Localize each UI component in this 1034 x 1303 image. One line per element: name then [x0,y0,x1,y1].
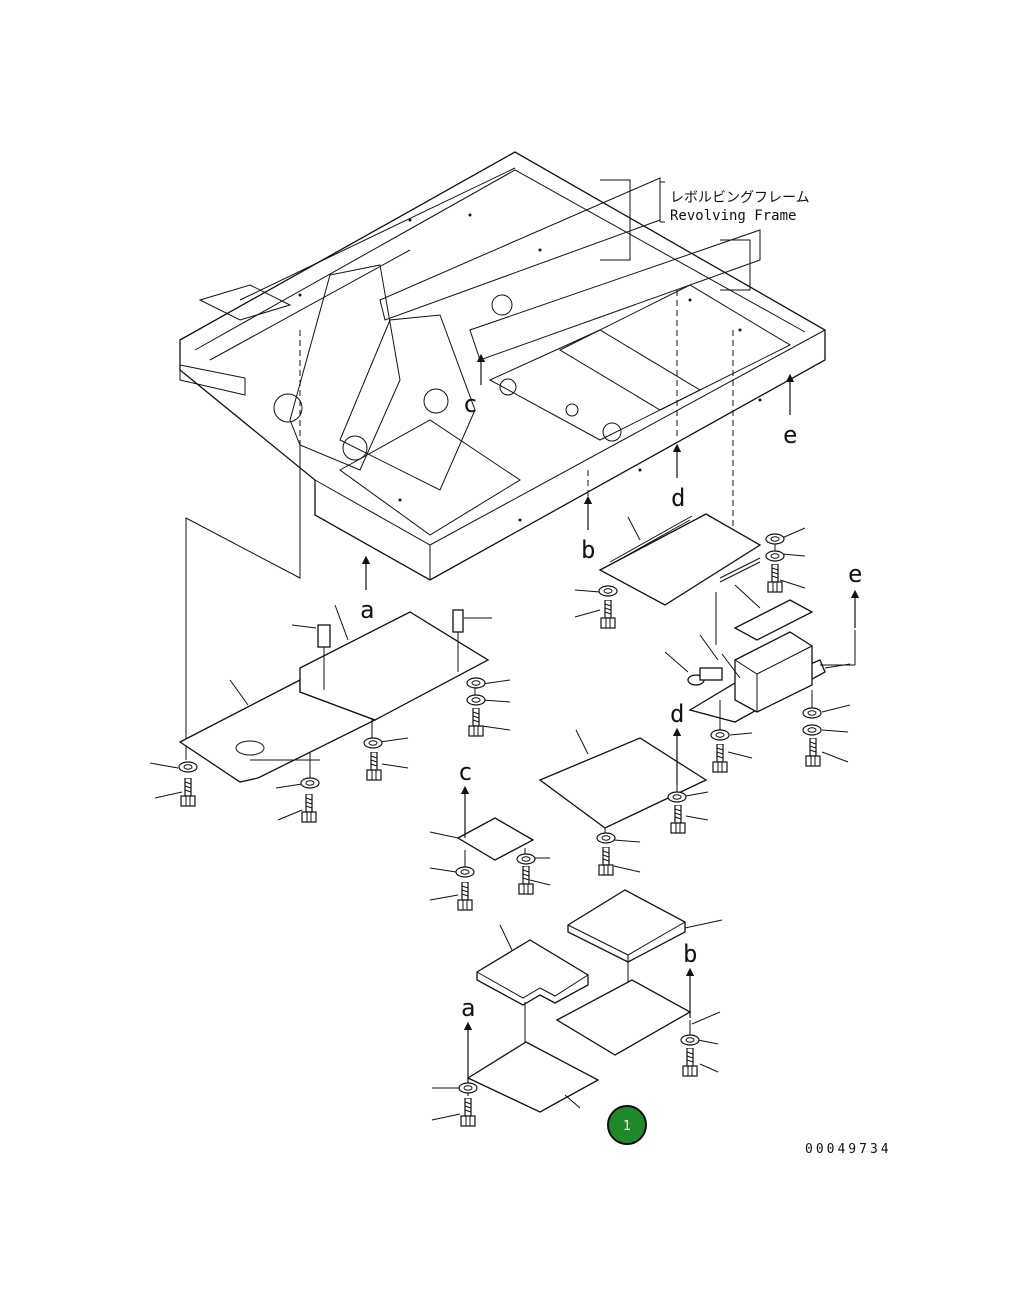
washer [765,550,785,562]
washer [667,791,687,803]
arrow-label-e-frame: e [783,421,797,449]
bolt [600,600,616,629]
bolt [366,752,382,781]
bolt [460,1098,476,1127]
arrow-label-b-frame: b [581,536,595,564]
bolt [670,805,686,834]
washer [455,866,475,878]
washer [596,832,616,844]
title-en: Revolving Frame [670,208,796,224]
revolving-frame [179,151,826,581]
leader-lines-e [664,584,851,763]
drawing-number: 00049734 [805,1142,892,1157]
title-bracket-ends [660,181,665,223]
washer [802,707,822,719]
bolt [457,882,473,911]
cover-group-b [598,513,776,606]
bolt [682,1048,698,1077]
callout-label: 1 [623,1119,631,1134]
bolt [712,744,728,773]
arrow-label-a-frame: a [360,596,374,624]
washer [300,777,320,789]
arrow-label-a-bottom: a [461,994,475,1022]
bolt [180,778,196,807]
washer [765,533,785,545]
cover-group-c [456,785,535,868]
washer [598,585,618,597]
washer [516,853,536,865]
frame-arrows [361,353,795,590]
arrow-label-c-frame: c [463,390,477,418]
cover-group-a [178,609,490,783]
arrow-label-b-bottom: b [683,940,697,968]
washer [680,1034,700,1046]
washer [363,737,383,749]
arrow-label-d-plate: d [670,700,684,728]
leader-lines-bottom [431,919,723,1121]
leader-lines-a [149,604,511,821]
leader-lines-b [574,516,806,618]
connector-line [185,440,301,745]
bolt [767,564,783,593]
arrow-label-c-plate: c [458,758,472,786]
washer [710,729,730,741]
bolt [598,847,614,876]
callout-badge-1[interactable]: 1 [607,1105,647,1145]
washer [466,694,486,706]
washer [178,761,198,773]
bolt [468,708,484,737]
bottom-covers [463,889,695,1113]
arrow-label-e-box: e [848,560,862,588]
cover-group-e [687,589,860,730]
washer [802,724,822,736]
title-jp: レボルビングフレーム [670,190,810,206]
leader-lines-d [575,729,709,873]
leader-lines-c [429,831,551,901]
washer [466,677,486,689]
arrow-label-d-frame: d [671,484,685,512]
bolt [301,794,317,823]
bolt [805,738,821,767]
washer [458,1082,478,1094]
